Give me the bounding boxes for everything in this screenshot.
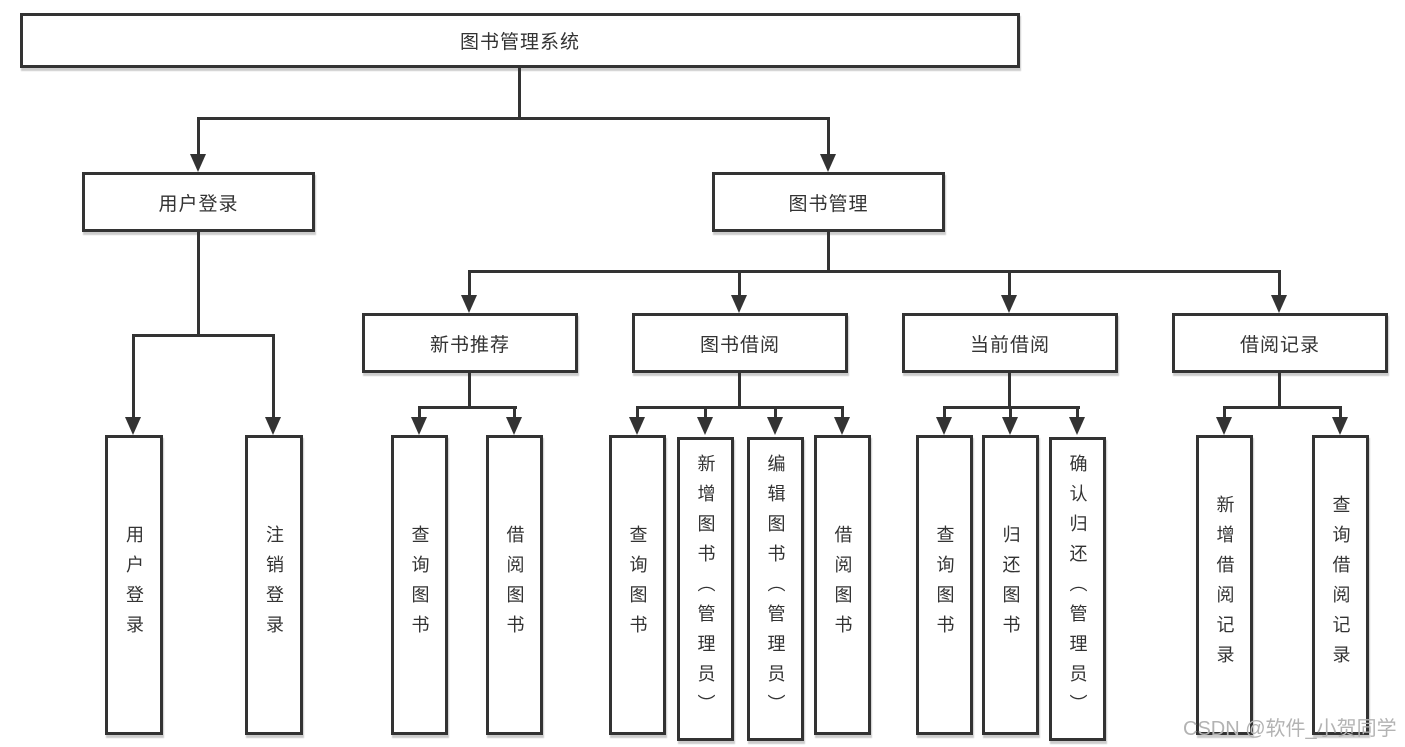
arrowhead-down-icon <box>190 154 206 172</box>
connector-line <box>1278 270 1281 298</box>
node-new-book-recommend: 新书推荐 <box>362 313 578 373</box>
arrowhead-down-icon <box>411 417 427 435</box>
leaf-query-books-current: 查询图书 <box>916 435 973 735</box>
connector-line <box>636 406 844 409</box>
leaf-return-book-label: 归还图书 <box>1000 525 1021 645</box>
node-user-login: 用户登录 <box>82 172 315 232</box>
leaf-add-book-admin: 新增图书（管理员） <box>677 437 734 741</box>
connector-line <box>1223 406 1342 409</box>
connector-line <box>468 270 1281 273</box>
connector-line <box>1009 406 1012 420</box>
node-new-book-recommend-label: 新书推荐 <box>429 334 510 356</box>
leaf-logout: 注销登录 <box>245 435 303 735</box>
leaf-return-book: 归还图书 <box>982 435 1039 735</box>
arrowhead-down-icon <box>936 417 952 435</box>
node-current-borrowing: 当前借阅 <box>902 313 1118 373</box>
connector-line <box>468 270 471 298</box>
node-root-label: 图书管理系统 <box>459 32 580 53</box>
csdn-watermark: CSDN @软件_小贺同学 <box>1183 718 1397 740</box>
connector-line <box>738 270 741 298</box>
node-current-borrowing-label: 当前借阅 <box>969 334 1050 356</box>
arrowhead-down-icon <box>834 417 850 435</box>
leaf-query-books-recommend-label: 查询图书 <box>409 525 430 645</box>
leaf-user-login-label: 用户登录 <box>124 525 144 645</box>
connector-line <box>197 117 830 120</box>
connector-line <box>1076 406 1079 420</box>
leaf-query-borrow-record: 查询借阅记录 <box>1312 435 1369 735</box>
leaf-borrow-books-recommend-label: 借阅图书 <box>504 525 525 645</box>
connector-line <box>518 66 521 119</box>
node-book-borrowing-label: 图书借阅 <box>699 334 780 356</box>
connector-line <box>197 117 200 157</box>
leaf-query-books-recommend: 查询图书 <box>391 435 448 735</box>
node-book-management: 图书管理 <box>712 172 945 232</box>
connector-line <box>418 406 421 420</box>
leaf-add-book-admin-label: 新增图书（管理员） <box>695 454 716 724</box>
leaf-confirm-return-admin-label: 确认归还（管理员） <box>1067 454 1088 724</box>
leaf-query-books-borrowing-label: 查询图书 <box>627 525 648 645</box>
leaf-logout-label: 注销登录 <box>264 525 284 645</box>
connector-line <box>1008 371 1011 408</box>
leaf-user-login: 用户登录 <box>105 435 163 735</box>
connector-line <box>1278 371 1281 408</box>
connector-line <box>827 230 830 272</box>
connector-line <box>132 334 135 419</box>
arrowhead-down-icon <box>1271 295 1287 313</box>
node-book-borrowing: 图书借阅 <box>632 313 848 373</box>
connector-line <box>468 371 471 408</box>
leaf-borrow-books-borrowing: 借阅图书 <box>814 435 871 735</box>
node-borrowing-records-label: 借阅记录 <box>1239 334 1320 356</box>
arrowhead-down-icon <box>767 417 783 435</box>
arrowhead-down-icon <box>125 417 141 435</box>
leaf-query-borrow-record-label: 查询借阅记录 <box>1330 495 1351 675</box>
connector-line <box>738 371 741 408</box>
arrowhead-down-icon <box>265 417 281 435</box>
connector-line <box>1008 270 1011 298</box>
connector-line <box>272 334 275 419</box>
arrowhead-down-icon <box>820 154 836 172</box>
connector-line <box>774 406 777 420</box>
leaf-borrow-books-borrowing-label: 借阅图书 <box>832 525 853 645</box>
connector-line <box>841 406 844 420</box>
connector-line <box>704 406 707 420</box>
leaf-edit-book-admin-label: 编辑图书（管理员） <box>765 454 786 724</box>
leaf-add-borrow-record: 新增借阅记录 <box>1196 435 1253 735</box>
node-borrowing-records: 借阅记录 <box>1172 313 1388 373</box>
connector-line <box>418 406 517 409</box>
connector-line <box>197 230 200 336</box>
leaf-borrow-books-recommend: 借阅图书 <box>486 435 543 735</box>
leaf-confirm-return-admin: 确认归还（管理员） <box>1049 437 1106 741</box>
leaf-edit-book-admin: 编辑图书（管理员） <box>747 437 804 741</box>
arrowhead-down-icon <box>1002 417 1018 435</box>
arrowhead-down-icon <box>697 417 713 435</box>
connector-line <box>513 406 516 420</box>
leaf-query-books-current-label: 查询图书 <box>934 525 955 645</box>
arrowhead-down-icon <box>731 295 747 313</box>
leaf-add-borrow-record-label: 新增借阅记录 <box>1214 495 1235 675</box>
arrowhead-down-icon <box>1216 417 1232 435</box>
node-book-management-label: 图书管理 <box>788 193 869 215</box>
arrowhead-down-icon <box>1069 417 1085 435</box>
connector-line <box>827 117 830 157</box>
arrowhead-down-icon <box>1332 417 1348 435</box>
node-root: 图书管理系统 <box>20 13 1020 68</box>
node-user-login-label: 用户登录 <box>158 193 239 215</box>
arrowhead-down-icon <box>1001 295 1017 313</box>
connector-line <box>1339 406 1342 420</box>
arrowhead-down-icon <box>506 417 522 435</box>
connector-line <box>943 406 946 420</box>
connector-line <box>636 406 639 420</box>
connector-line <box>132 334 275 337</box>
leaf-query-books-borrowing: 查询图书 <box>609 435 666 735</box>
arrowhead-down-icon <box>629 417 645 435</box>
connector-line <box>1223 406 1226 420</box>
arrowhead-down-icon <box>461 295 477 313</box>
